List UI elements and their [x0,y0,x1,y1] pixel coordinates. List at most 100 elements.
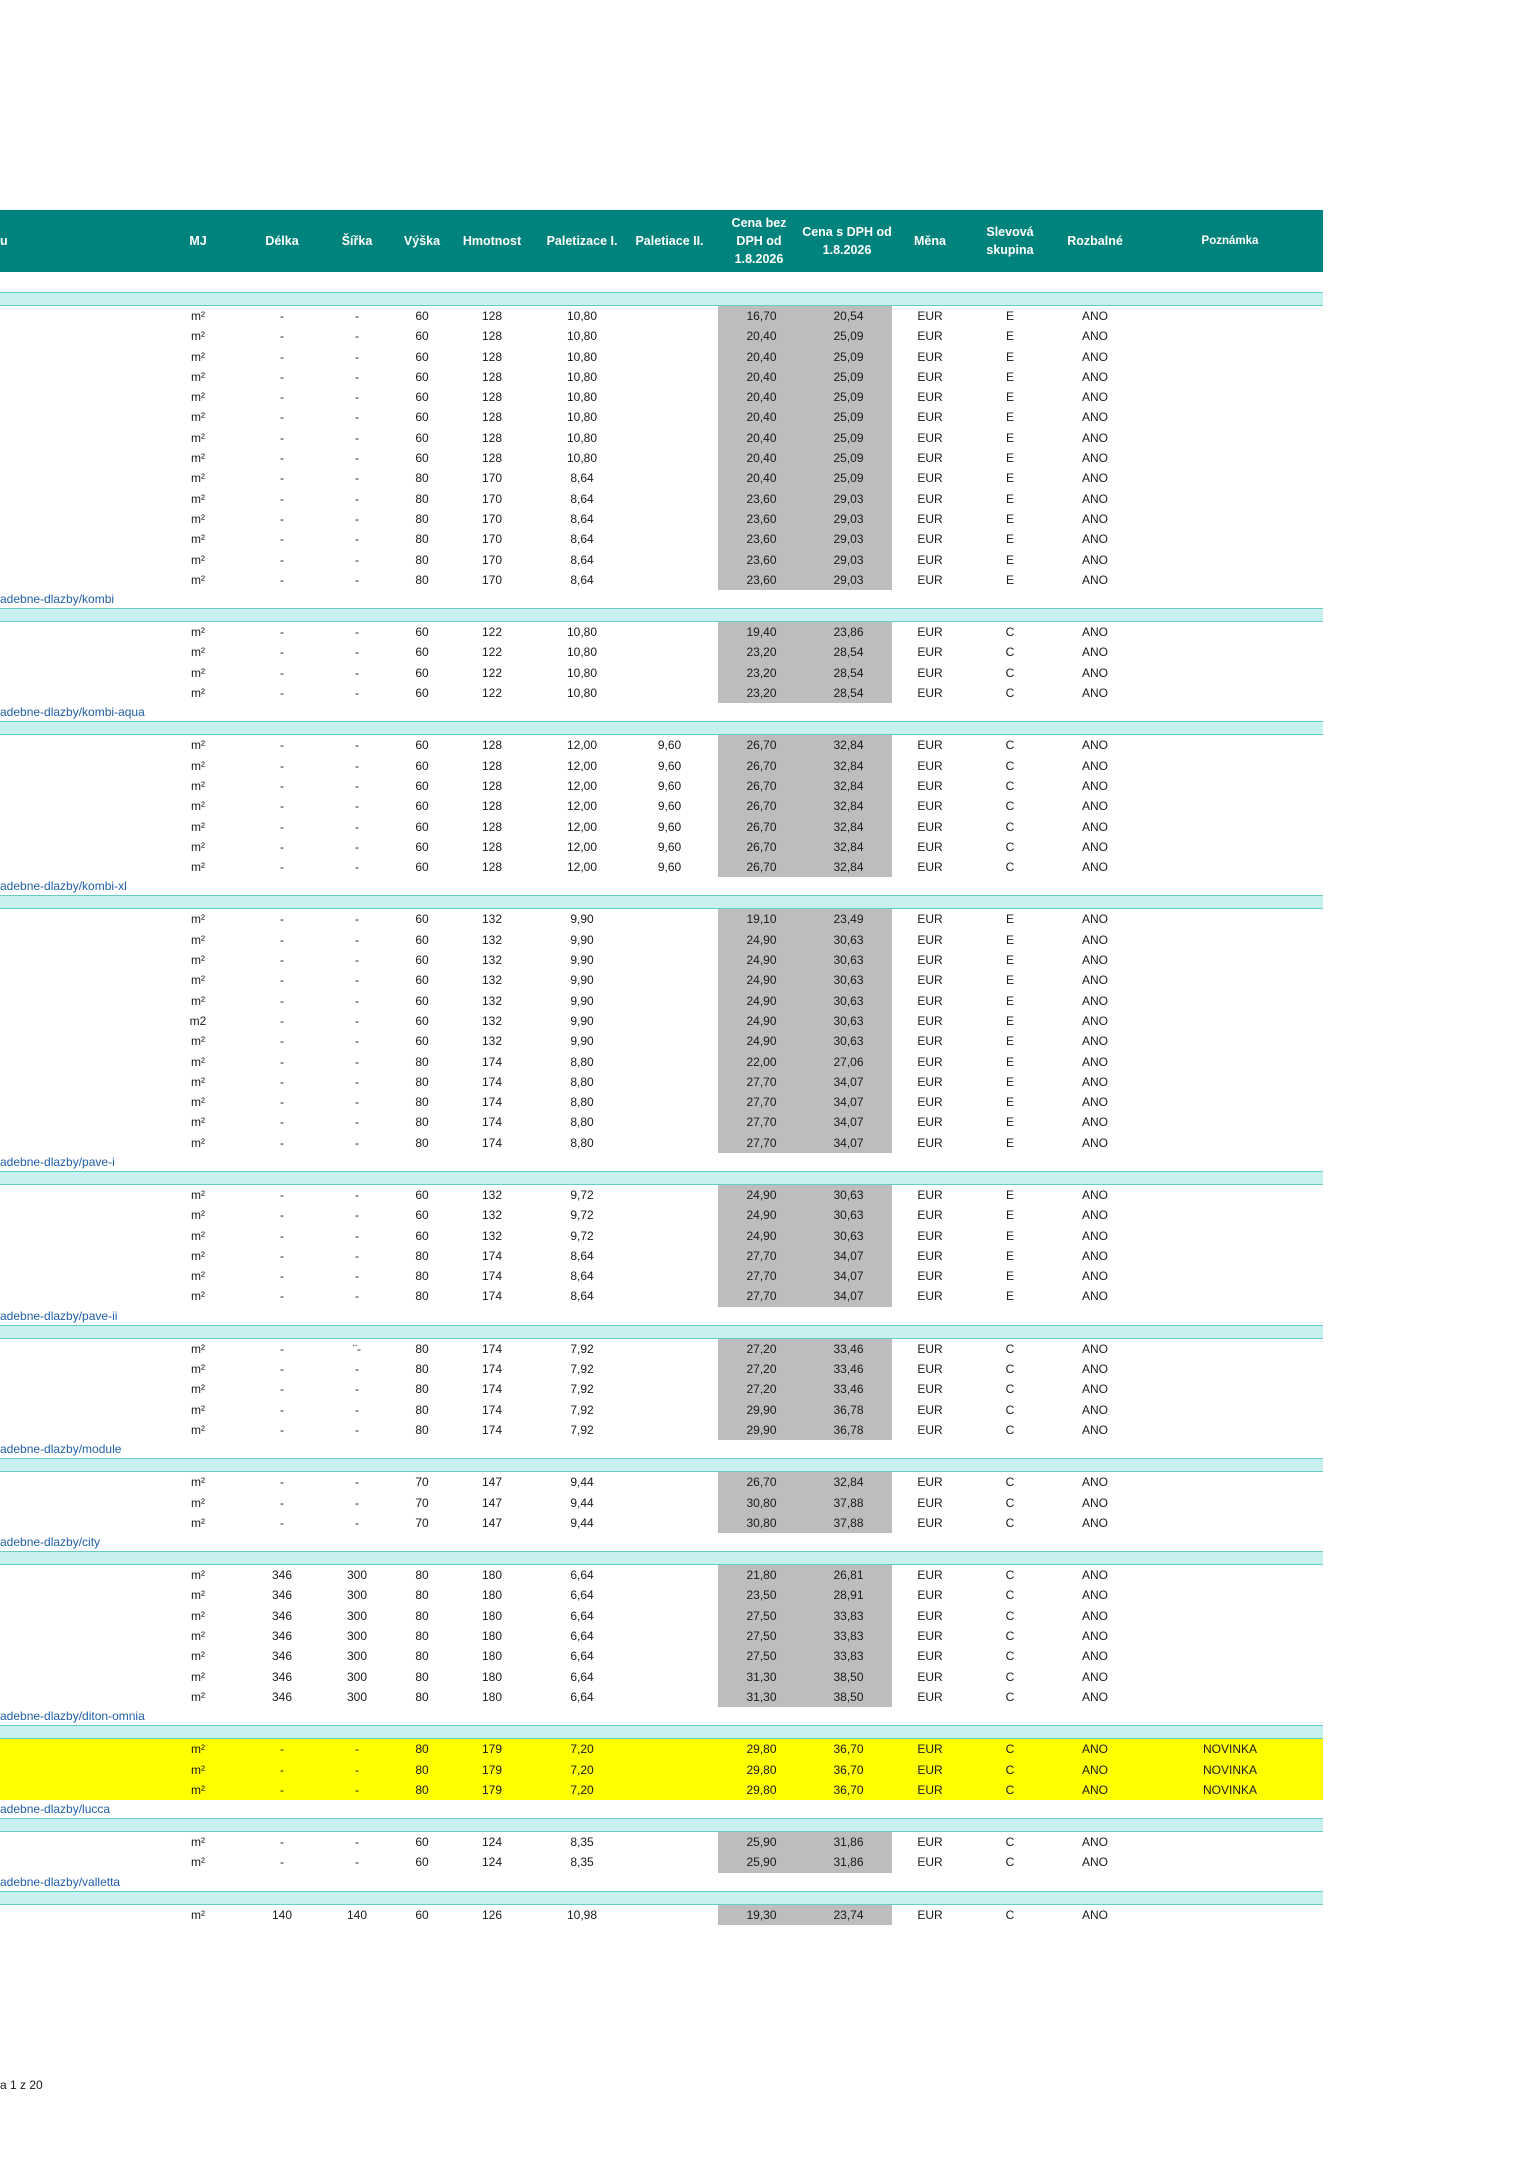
cell-cena-s: 34,07 [805,1092,892,1113]
product-url-link[interactable]: adebne-dlazby/pave-i [0,1154,115,1169]
group-band [0,1551,1323,1566]
cell-pal1: 8,64 [570,1248,594,1263]
cell-mj: m² [191,1689,205,1704]
cell-mj: m² [191,1855,205,1870]
cell-cena-s: 28,54 [805,642,892,663]
cell-poznamka [1150,930,1310,950]
cell-hmotnost: 128 [481,839,503,854]
cell-cena-s: 36,70 [833,1782,864,1797]
cell-pal1: 6,64 [570,1608,594,1623]
cell-pal1: 8,35 [570,1855,594,1870]
cell-slevova: C [1005,1762,1015,1777]
cell-delka: - [280,1341,284,1356]
cell-pal1: 7,92 [570,1422,594,1437]
cell-mj: m² [191,778,205,793]
cell-slevova: C [1005,1422,1015,1437]
cell-hmotnost: 128 [481,349,503,364]
cell-slevova: C [1005,799,1015,814]
cell-sirka: - [355,1762,359,1777]
cell-vyska: 80 [415,1135,429,1150]
group-band [0,1458,1323,1473]
cell-pal1: 9,90 [570,1013,594,1028]
product-url-link[interactable]: adebne-dlazby/city [0,1535,101,1550]
cell-pal1: 12,00 [566,799,598,814]
cell-slevova: E [1005,329,1014,344]
cell-rozbalne: ANO [1081,1054,1108,1069]
cell-delka: - [280,1835,284,1850]
cell-cena-bez: 24,90 [718,950,805,971]
cell-cena-bez: 23,50 [718,1585,805,1606]
cell-hmotnost: 174 [481,1135,503,1150]
cell-delka: - [280,511,284,526]
cell-mj: m² [191,532,205,547]
cell-poznamka [1150,387,1310,407]
cell-poznamka [1150,1031,1310,1051]
product-url-link[interactable]: adebne-dlazby/kombi-aqua [0,705,145,720]
cell-pal2 [627,1266,712,1286]
cell-delka: - [280,572,284,587]
cell-rozbalne: ANO [1081,819,1108,834]
cell-slevova: E [1005,471,1014,486]
cell-mena: EUR [917,309,943,323]
header-delka: Délka [265,233,299,248]
cell-pal2 [627,570,712,590]
cell-cena-bez: 24,90 [718,1225,805,1246]
product-url-link[interactable]: adebne-dlazby/kombi-xl [0,879,127,894]
cell-rozbalne: ANO [1081,932,1108,947]
cell-mena: EUR [917,1034,943,1049]
cell-delka: - [280,1855,284,1870]
cell-vyska: 80 [415,1762,429,1777]
cell-cena-bez: 21,80 [718,1565,805,1586]
cell-sirka: - [355,1515,359,1530]
cell-cena-s: 30,63 [805,1031,892,1052]
cell-pal1: 7,92 [570,1362,594,1377]
product-url-link[interactable]: adebne-dlazby/kombi [0,592,115,607]
product-url-link[interactable]: adebne-dlazby/pave-ii [0,1308,118,1323]
cell-cena-bez: 20,40 [718,366,805,388]
cell-mj: m² [191,390,205,405]
cell-pal1: 12,00 [566,758,598,773]
cell-mj: m² [191,625,205,640]
product-url-link[interactable]: adebne-dlazby/lucca [0,1802,111,1817]
cell-pal1: 7,92 [570,1382,594,1397]
cell-slevova: E [1005,390,1014,405]
cell-poznamka [1150,837,1310,857]
cell-mena: EUR [917,1782,943,1797]
cell-rozbalne: ANO [1081,369,1108,384]
cell-sirka: - [355,349,359,364]
product-url-link[interactable]: adebne-dlazby/module [0,1442,122,1457]
cell-poznamka [1150,1133,1310,1153]
header-slevova-skupina: Slevová skupina [986,224,1034,257]
cell-vyska: 60 [415,973,429,988]
cell-cena-s: 32,84 [805,735,892,756]
cell-mena: EUR [917,451,943,466]
cell-rozbalne: ANO [1081,993,1108,1008]
cell-poznamka [1150,622,1310,642]
cell-cena-s: 32,84 [805,836,892,858]
cell-mena: EUR [917,1269,943,1284]
cell-poznamka [1150,1092,1310,1112]
cell-rozbalne: ANO [1081,552,1108,567]
cell-vyska: 60 [415,625,429,640]
cell-mena: EUR [917,1649,943,1664]
cell-slevova: C [1005,839,1015,854]
cell-cena-bez: 24,90 [718,929,805,951]
cell-rozbalne: ANO [1081,1074,1108,1089]
cell-pal1: 10,80 [566,430,598,445]
cell-delka: 140 [271,1907,293,1922]
product-url-link[interactable]: adebne-dlazby/diton-omnia [0,1709,145,1724]
cell-hmotnost: 179 [481,1742,503,1757]
cell-hmotnost: 132 [481,993,503,1008]
table-header: u MJ Délka Šířka Výška Hmotnost Paletiza… [0,210,1323,272]
cell-poznamka [1150,1565,1310,1585]
cell-delka: - [280,1475,284,1490]
cell-slevova: E [1005,532,1014,547]
product-url-link[interactable]: adebne-dlazby/valletta [0,1874,121,1889]
cell-hmotnost: 147 [481,1495,503,1510]
